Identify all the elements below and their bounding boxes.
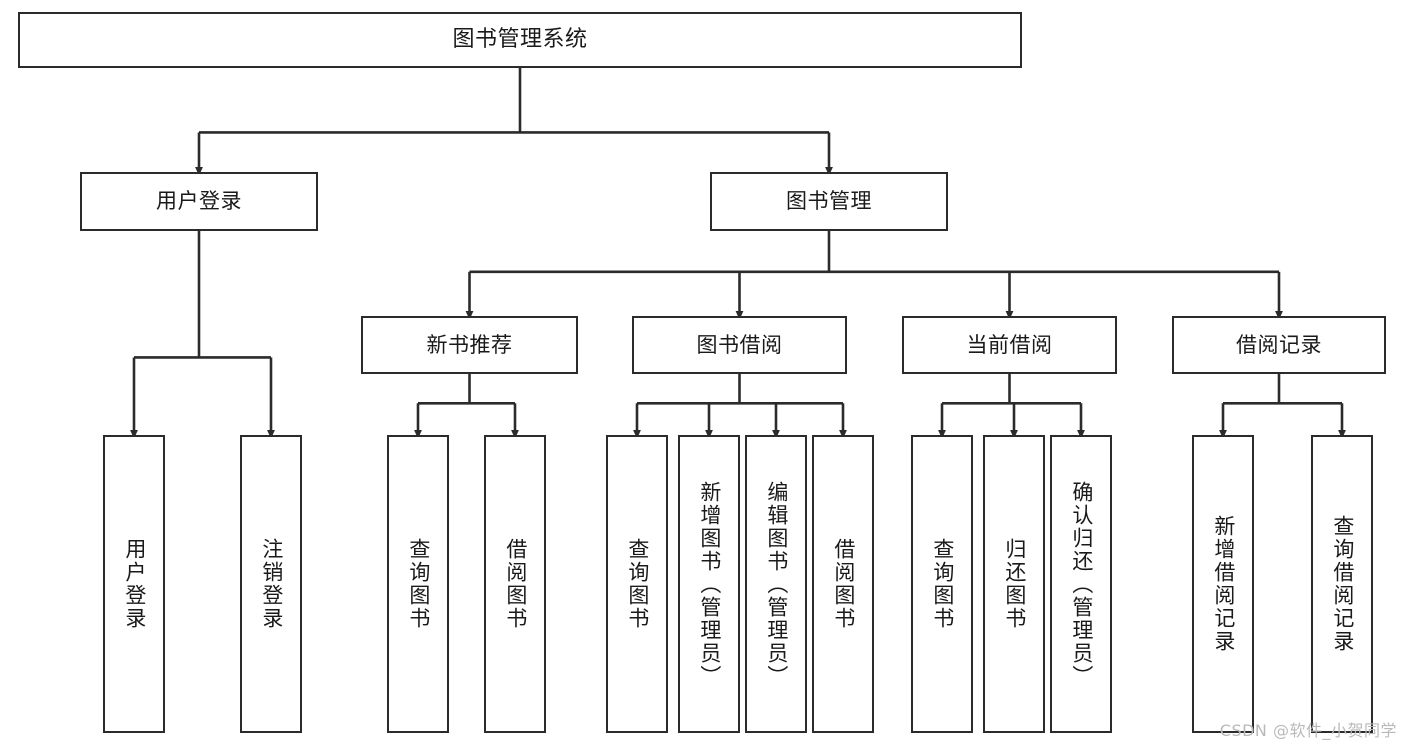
node-label: 新书推荐 <box>426 332 513 357</box>
node-leaf-borrow-book-2[interactable]: 借阅图书 <box>812 435 874 733</box>
node-leaf-user-login[interactable]: 用户登录 <box>103 435 165 733</box>
node-label: 归还图书 <box>1002 538 1027 630</box>
node-label: 确认归还（管理员） <box>1069 480 1094 688</box>
node-leaf-edit-book[interactable]: 编辑图书（管理员） <box>745 435 807 733</box>
node-label: 用户登录 <box>156 189 242 214</box>
node-leaf-query-record[interactable]: 查询借阅记录 <box>1311 435 1373 733</box>
node-label: 查询图书 <box>930 538 955 630</box>
node-user-login[interactable]: 用户登录 <box>80 172 318 231</box>
node-label: 借阅图书 <box>831 538 856 630</box>
node-label: 图书借阅 <box>696 332 783 357</box>
node-label: 图书管理系统 <box>452 27 588 53</box>
node-label: 注销登录 <box>259 538 284 630</box>
node-leaf-query-book-1[interactable]: 查询图书 <box>387 435 449 733</box>
node-leaf-add-book[interactable]: 新增图书（管理员） <box>678 435 740 733</box>
node-book-manage[interactable]: 图书管理 <box>710 172 948 231</box>
node-label: 新增图书（管理员） <box>697 480 722 688</box>
node-label: 借阅图书 <box>503 538 528 630</box>
node-label: 图书管理 <box>786 189 872 214</box>
node-borrow-record[interactable]: 借阅记录 <box>1172 316 1386 374</box>
node-leaf-query-book-2[interactable]: 查询图书 <box>606 435 668 733</box>
node-root[interactable]: 图书管理系统 <box>18 12 1022 68</box>
node-leaf-confirm-return[interactable]: 确认归还（管理员） <box>1050 435 1112 733</box>
node-label: 编辑图书（管理员） <box>764 480 789 688</box>
node-label: 当前借阅 <box>966 332 1053 357</box>
node-new-book-rec[interactable]: 新书推荐 <box>361 316 578 374</box>
node-current-borrow[interactable]: 当前借阅 <box>902 316 1117 374</box>
node-leaf-query-book-3[interactable]: 查询图书 <box>911 435 973 733</box>
node-leaf-user-logout[interactable]: 注销登录 <box>240 435 302 733</box>
node-label: 新增借阅记录 <box>1211 515 1236 653</box>
node-label: 查询图书 <box>406 538 431 630</box>
node-leaf-borrow-book-1[interactable]: 借阅图书 <box>484 435 546 733</box>
watermark: CSDN @软件_小贺同学 <box>1219 721 1397 740</box>
node-leaf-return-book[interactable]: 归还图书 <box>983 435 1045 733</box>
node-label: 借阅记录 <box>1236 332 1322 357</box>
node-book-borrow[interactable]: 图书借阅 <box>632 316 847 374</box>
node-label: 查询借阅记录 <box>1330 515 1355 653</box>
node-label: 查询图书 <box>625 538 650 630</box>
node-leaf-add-record[interactable]: 新增借阅记录 <box>1192 435 1254 733</box>
node-label: 用户登录 <box>122 538 147 630</box>
